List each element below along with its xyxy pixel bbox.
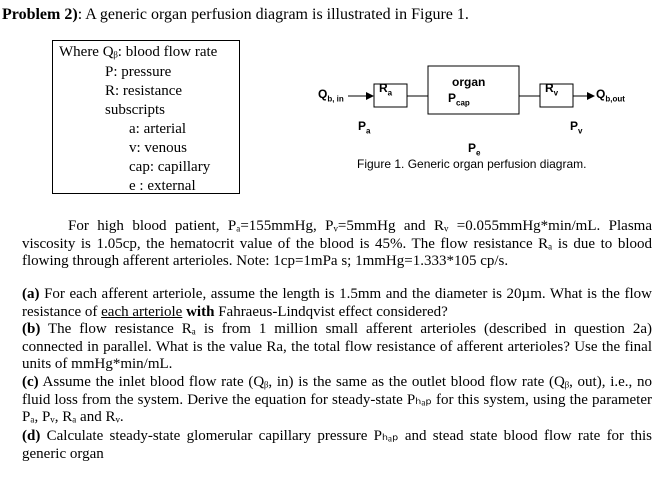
legend-line-resistance: R: resistance [105, 83, 183, 99]
legend-line-flow: Where Qᵦ: blood flow rate [59, 44, 218, 60]
question-d-text: Calculate steady-state glomerular capill… [22, 428, 652, 462]
p-e-label: Pe [468, 141, 481, 158]
question-a-text-end: Fahraeus-Lindqvist effect considered? [214, 303, 448, 320]
q-out-label: Qb,out [596, 87, 625, 104]
question-d-label: (d) [22, 428, 41, 444]
q-in-label: Qb, in [318, 87, 344, 104]
question-a-with: with [182, 303, 215, 320]
question-c: (c) Assume the inlet blood flow rate (Qᵦ… [22, 374, 652, 427]
diagram-svg [348, 65, 595, 115]
question-a-underlined: each arteriole [101, 303, 183, 320]
figure-caption: Figure 1. Generic organ perfusion diagra… [357, 157, 587, 171]
question-c-text: Assume the inlet blood flow rate (Qᵦ, in… [22, 374, 652, 425]
legend-box: Where Qᵦ: blood flow rate P: pressure R:… [52, 40, 240, 194]
question-c-label: (c) [22, 374, 39, 390]
legend-line-venous: v: venous [129, 140, 187, 156]
legend-line-capillary: cap: capillary [129, 159, 211, 175]
ra-label: Ra [379, 81, 393, 98]
p-cap-label: Pcap [448, 91, 470, 108]
question-a: (a) For each afferent arteriole, assume … [22, 286, 652, 321]
question-a-label: (a) [22, 286, 40, 302]
legend-line-subscripts: subscripts [105, 102, 165, 118]
p-v-label: Pv [570, 119, 583, 136]
problem-title: Problem 2): A generic organ perfusion di… [2, 6, 469, 24]
problem-title-text: : A generic organ perfusion diagram is i… [77, 6, 469, 23]
organ-box [427, 65, 520, 115]
rv-label: Rv [545, 81, 559, 98]
question-b: (b) The flow resistance Rₐ is from 1 mil… [22, 321, 652, 374]
question-b-text: The flow resistance Rₐ is from 1 million… [22, 321, 652, 372]
legend-line-pressure: P: pressure [105, 64, 172, 80]
legend-line-arterial: a: arterial [129, 121, 187, 137]
intro-paragraph: For high blood patient, Pₐ=155mmHg, Pᵥ=5… [22, 218, 652, 269]
question-d: (d) Calculate steady-state glomerular ca… [22, 428, 652, 463]
organ-label: organ [452, 75, 486, 89]
legend-line-external: e : external [129, 178, 196, 194]
question-b-label: (b) [22, 321, 41, 337]
problem-number: Problem 2) [2, 6, 78, 23]
organ-perfusion-diagram: Qb, in Ra organ Pcap Rv Qb,out Pa Pv Pe … [240, 40, 671, 200]
question-a-text: For each afferent arteriole, assume the … [22, 286, 652, 320]
p-a-label: Pa [358, 119, 371, 136]
